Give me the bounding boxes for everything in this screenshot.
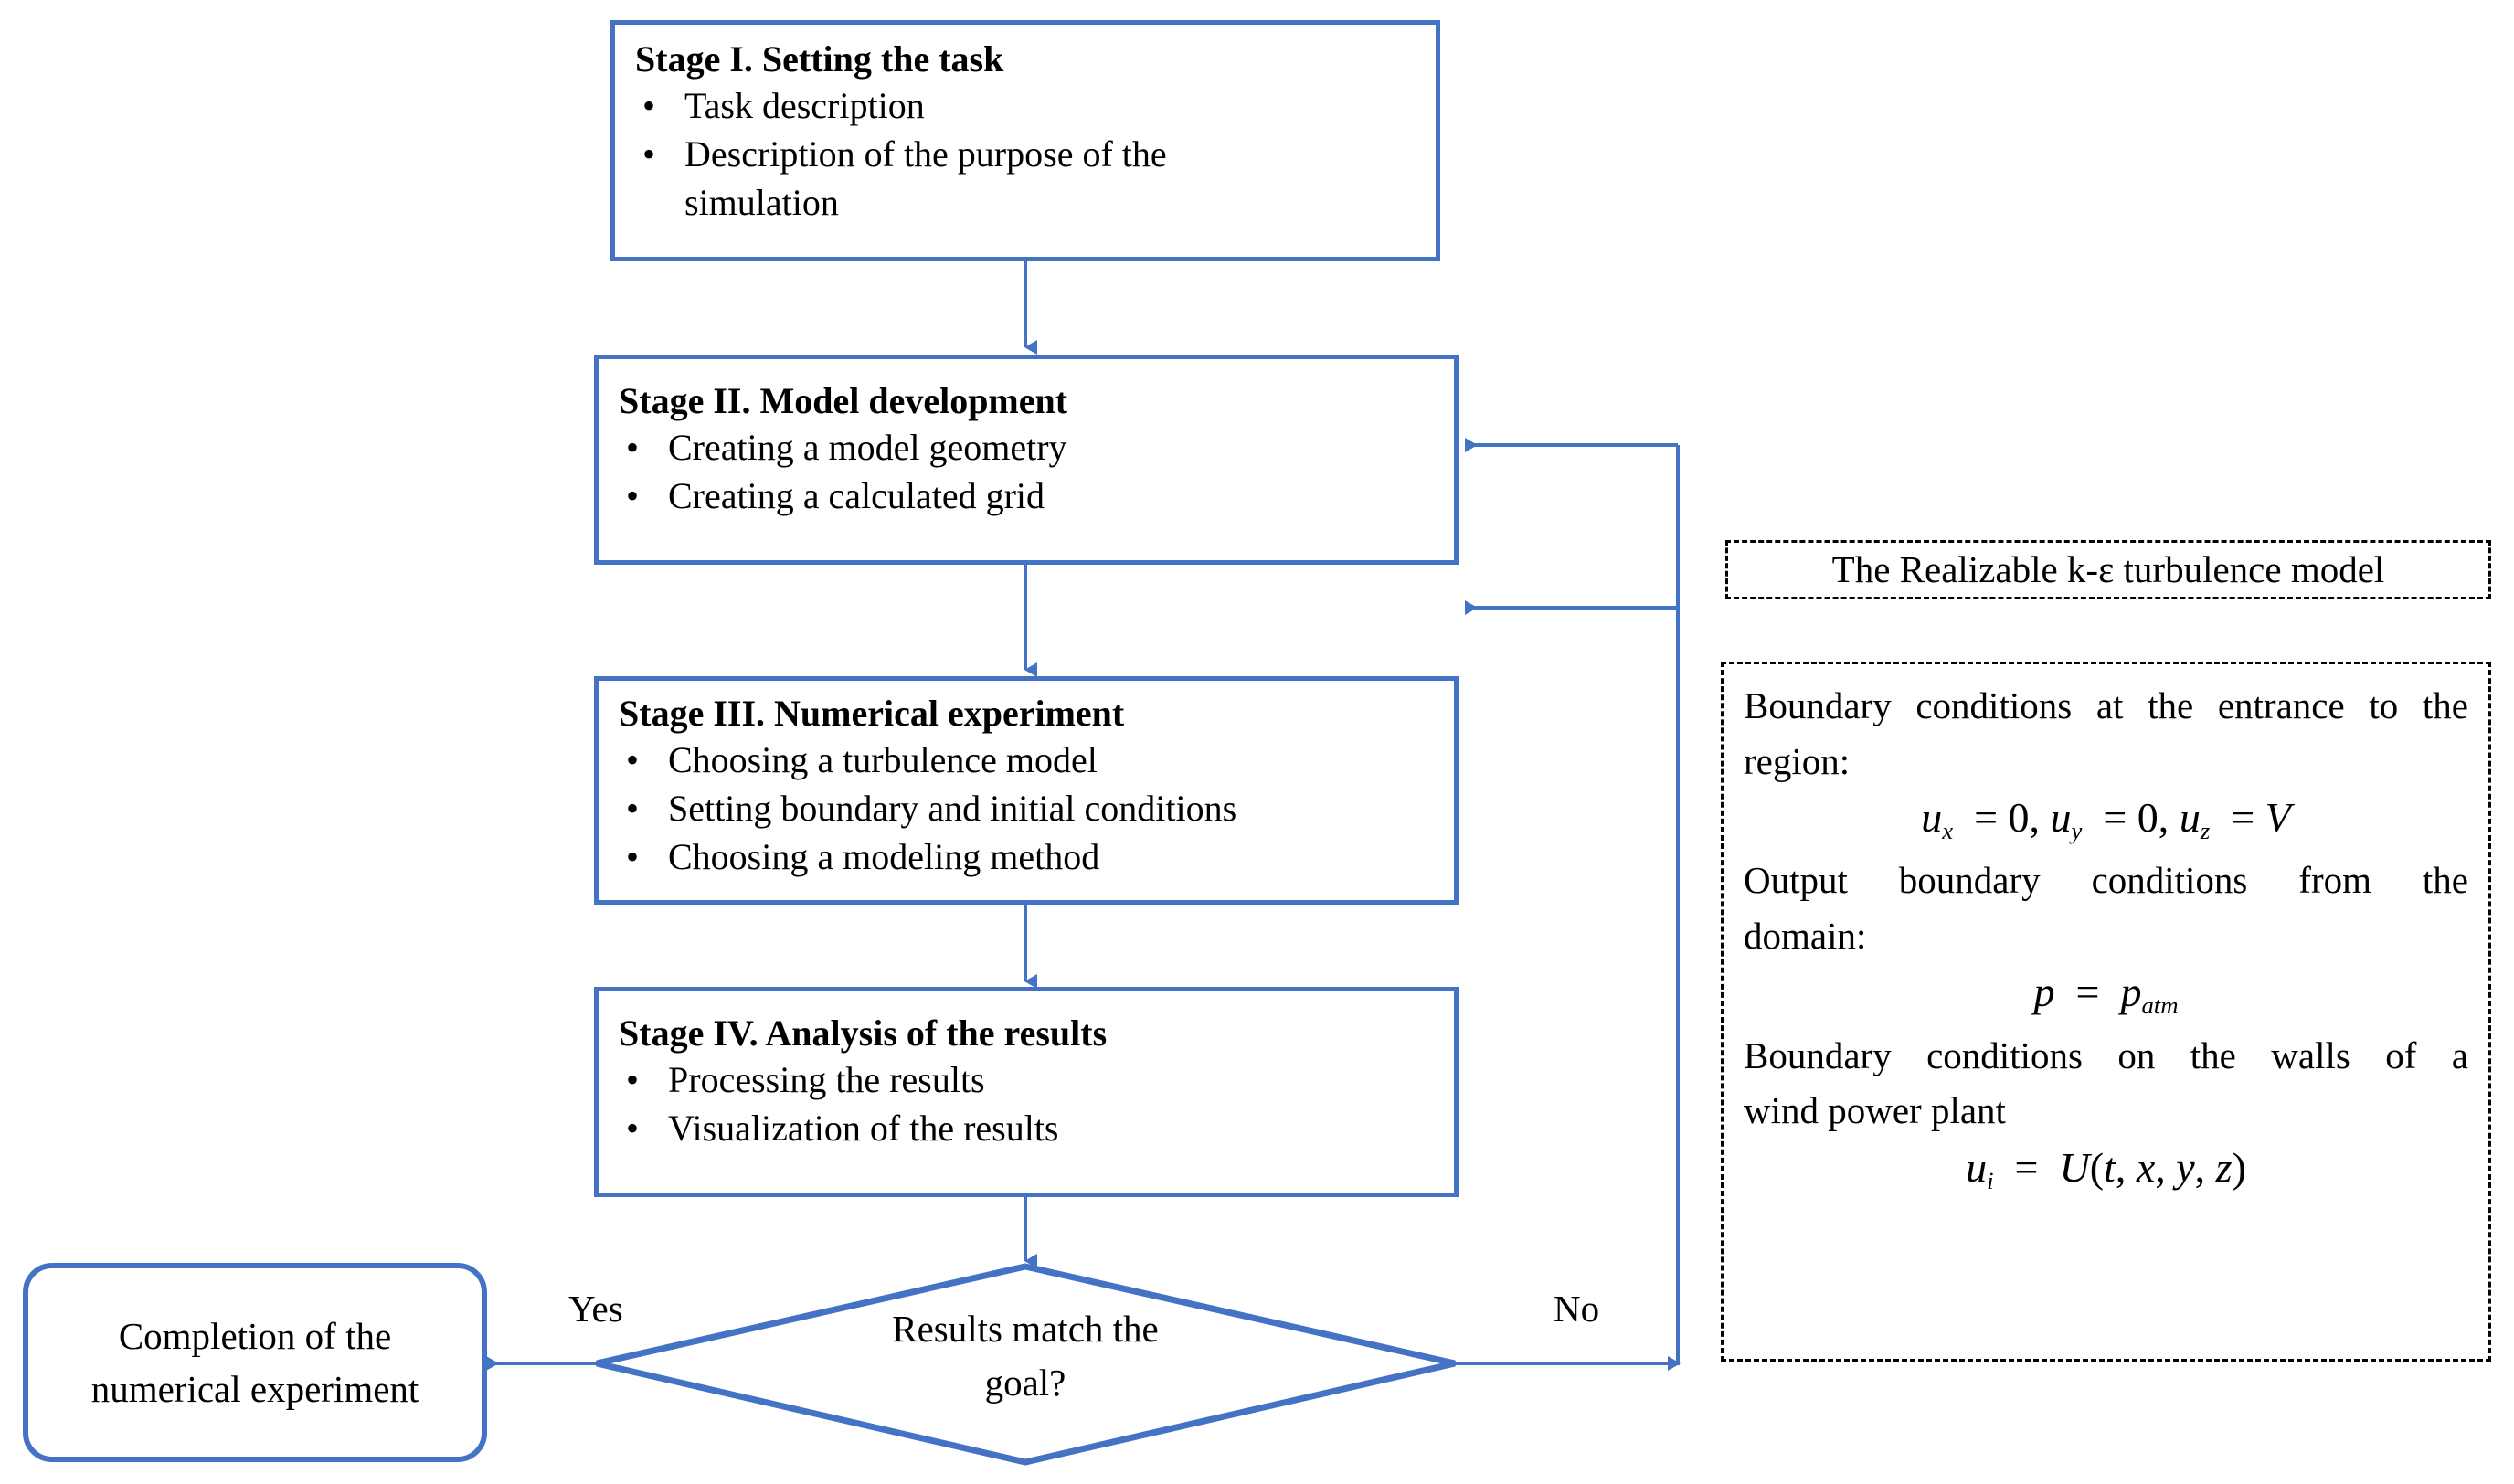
list-item: • Description of the purpose of the [635, 132, 1419, 177]
terminator-line-1: Completion of the [118, 1314, 392, 1357]
stage-1-bullet-list: • Task description • Description of the … [635, 84, 1419, 225]
decision-line-1: Results match the [892, 1308, 1159, 1350]
list-item: • Setting boundary and initial condition… [619, 787, 1437, 832]
note-box-boundary-conditions: Boundary conditions at the entrance to t… [1721, 662, 2491, 1362]
decision-line-2: goal? [984, 1362, 1066, 1404]
note-box-turbulence: The Realizable k-ε turbulence model [1725, 540, 2491, 599]
bullet-glyph-icon: • [626, 474, 640, 516]
bc-entrance-line-1: Boundary conditions at the entrance to t… [1744, 684, 2468, 726]
stage-2-title: Stage II. Model development [619, 380, 1068, 421]
list-item: • Choosing a modeling method [619, 835, 1437, 880]
yes-text: Yes [568, 1288, 623, 1330]
bc-outlet-line-1: Output boundary conditions from the [1744, 859, 2468, 902]
stage-2-bullet-list: • Creating a model geometry • Creating a… [619, 426, 1437, 519]
bullet-glyph-icon: • [626, 835, 640, 877]
list-item: • Visualization of the results [619, 1107, 1437, 1151]
stage-box-1: Stage I. Setting the task • Task descrip… [610, 20, 1440, 261]
stage-3-title: Stage III. Numerical experiment [619, 693, 1125, 734]
bc-entrance-line-2: region: [1744, 739, 1851, 782]
bc-outlet-line-2: domain: [1744, 914, 1867, 957]
list-item: • Processing the results [619, 1058, 1437, 1103]
stage-1-bullet-0: Task description [684, 85, 925, 127]
bullet-glyph-icon: • [626, 1059, 640, 1101]
list-item: simulation [635, 181, 1419, 226]
stage-3-bullet-list: • Choosing a turbulence model • Setting … [619, 738, 1437, 879]
list-item: • Task description [635, 84, 1419, 129]
bullet-glyph-icon: • [642, 132, 656, 175]
turbulence-note-text: The Realizable k-ε turbulence model [1831, 548, 2385, 591]
branch-label-no: No [1554, 1290, 1599, 1328]
bc-walls-line-1: Boundary conditions on the walls of a [1744, 1034, 2468, 1076]
list-item: • Creating a model geometry [619, 426, 1437, 471]
no-text: No [1554, 1288, 1600, 1330]
list-item: • Choosing a turbulence model [619, 738, 1437, 783]
stage-4-title: Stage IV. Analysis of the results [619, 1012, 1108, 1054]
stage-3-bullet-0: Choosing a turbulence model [668, 739, 1098, 781]
stage-1-bullet-1: Description of the purpose of the [684, 132, 1167, 175]
bullet-glyph-icon: • [642, 85, 656, 127]
bullet-glyph-icon: • [626, 787, 640, 829]
stage-4-bullet-1: Visualization of the results [668, 1107, 1059, 1149]
stage-box-4: Stage IV. Analysis of the results • Proc… [594, 987, 1459, 1197]
formula-inlet-velocity: ux = 0, uy = 0, uz = V [1921, 794, 2291, 845]
bullet-glyph-icon: • [626, 739, 640, 781]
formula-outlet-pressure: p = patm [2033, 969, 2179, 1020]
list-item: • Creating a calculated grid [619, 474, 1437, 519]
boundary-note-body: Boundary conditions at the entrance to t… [1724, 664, 2488, 1218]
bc-walls-line-2: wind power plant [1744, 1089, 2006, 1132]
bullet-glyph-icon: • [626, 1107, 640, 1149]
branch-label-yes: Yes [568, 1290, 623, 1328]
stage-2-bullet-0: Creating a model geometry [668, 427, 1067, 469]
terminator-line-2: numerical experiment [90, 1368, 419, 1410]
decision-label: Results match the goal? [788, 1302, 1263, 1411]
stage-box-2: Stage II. Model development • Creating a… [594, 355, 1459, 565]
stage-4-bullet-0: Processing the results [668, 1059, 985, 1101]
stage-2-bullet-1: Creating a calculated grid [668, 474, 1045, 516]
stage-1-bullet-2: simulation [684, 181, 839, 223]
terminator-completion: Completion of the numerical experiment [23, 1263, 487, 1462]
stage-box-3: Stage III. Numerical experiment • Choosi… [594, 676, 1459, 905]
bullet-glyph-icon: • [626, 427, 640, 469]
decision-diamond [596, 1263, 1456, 1466]
stage-1-title: Stage I. Setting the task [635, 38, 1004, 80]
stage-4-bullet-list: • Processing the results • Visualization… [619, 1058, 1437, 1151]
stage-3-bullet-2: Choosing a modeling method [668, 835, 1100, 877]
formula-wall-velocity: ui = U(t, x, y, z) [1966, 1143, 2246, 1194]
stage-3-bullet-1: Setting boundary and initial conditions [668, 787, 1237, 829]
